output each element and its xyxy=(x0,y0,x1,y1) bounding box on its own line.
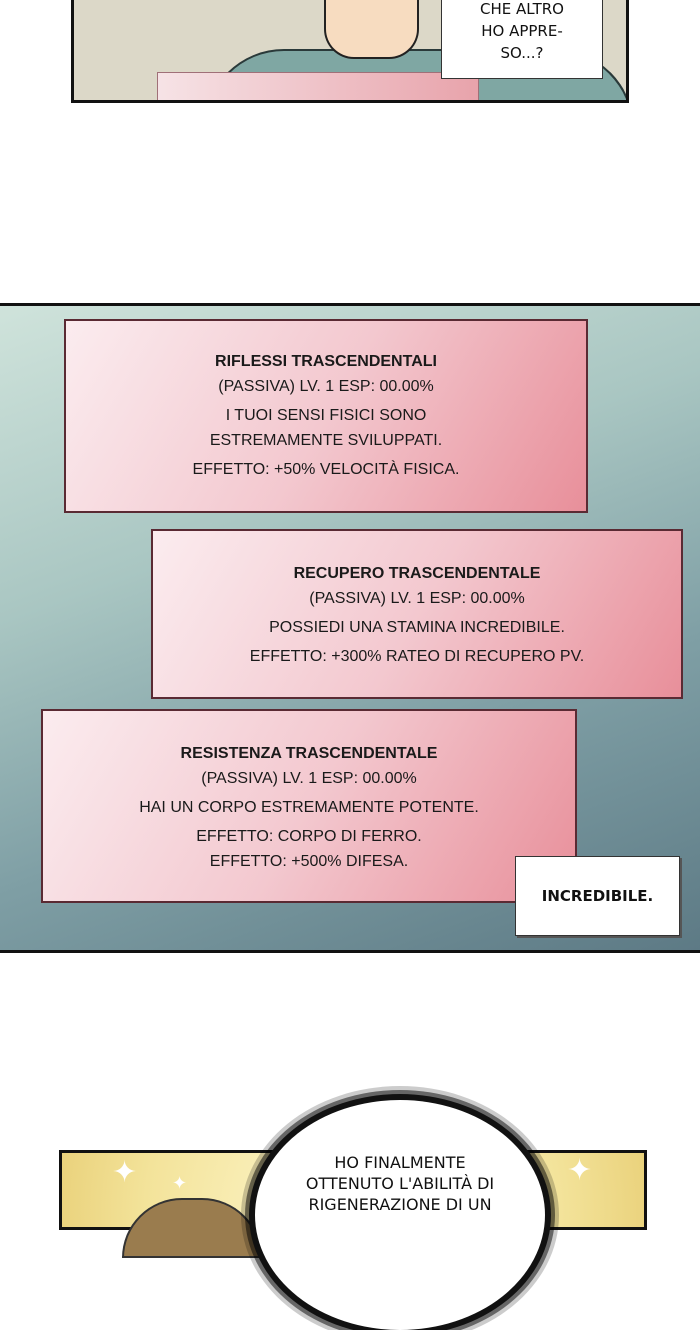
sparkle-icon: ✦ xyxy=(172,1173,188,1193)
skill-effect: EFFETTO: +300% RATEO DI RECUPERO PV. xyxy=(249,648,585,665)
skill-window-reflexes: RIFLESSI TRASCENDENTALI (PASSIVA) LV. 1 … xyxy=(64,319,588,513)
sparkle-icon: ✦ xyxy=(567,1154,593,1187)
skill-effect: EFFETTO: +50% VELOCITÀ FISICA. xyxy=(192,461,460,478)
skill-window-resistance: RESISTENZA TRASCENDENTALE (PASSIVA) LV. … xyxy=(41,709,577,903)
skill-name: RECUPERO TRASCENDENTALE xyxy=(293,565,541,582)
character-neck xyxy=(324,0,419,59)
skill-name: RESISTENZA TRASCENDENTALE xyxy=(180,745,438,762)
skill-effect: EFFETTO: CORPO DI FERRO. xyxy=(196,828,422,845)
skill-level: (PASSIVA) LV. 1 ESP: 00.00% xyxy=(309,590,525,607)
speech-box: CHE ALTRO HO APPRE- SO...? xyxy=(441,0,603,79)
sparkle-icon: ✦ xyxy=(112,1156,138,1189)
skill-description: ESTREMAMENTE SVILUPPATI. xyxy=(209,432,443,449)
comic-panel-2: RIFLESSI TRASCENDENTALI (PASSIVA) LV. 1 … xyxy=(0,303,700,953)
status-window-edge xyxy=(157,72,479,100)
speech-box: INCREDIBILE. xyxy=(515,856,680,936)
skill-level: (PASSIVA) LV. 1 ESP: 00.00% xyxy=(201,770,417,787)
skill-level: (PASSIVA) LV. 1 ESP: 00.00% xyxy=(218,378,434,395)
skill-description: POSSIEDI UNA STAMINA INCREDIBILE. xyxy=(269,619,565,636)
comic-panel-1: CHE ALTRO HO APPRE- SO...? xyxy=(71,0,629,103)
skill-description: HAI UN CORPO ESTREMAMENTE POTENTE. xyxy=(139,799,479,816)
skill-window-recovery: RECUPERO TRASCENDENTALE (PASSIVA) LV. 1 … xyxy=(151,529,683,699)
skill-name: RIFLESSI TRASCENDENTALI xyxy=(215,353,437,370)
skill-description: I TUOI SENSI FISICI SONO xyxy=(225,407,427,424)
character-hair xyxy=(122,1198,262,1258)
shout-text: HO FINALMENTE OTTENUTO L'ABILITÀ DI RIGE… xyxy=(305,1153,495,1214)
shout-bubble xyxy=(255,1100,545,1330)
skill-effect: EFFETTO: +500% DIFESA. xyxy=(209,853,409,870)
